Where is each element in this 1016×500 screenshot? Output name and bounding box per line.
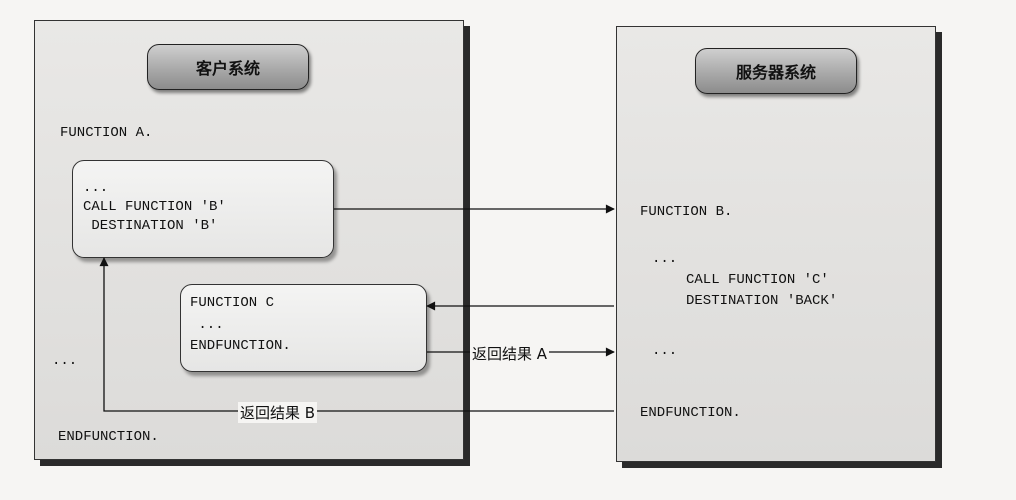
function-b-footer: ENDFUNCTION. [640, 405, 741, 421]
call-function-c-line: CALL FUNCTION 'C' [686, 272, 829, 288]
function-c-ellipsis: ... [190, 317, 224, 333]
return-result-b-label: 返回结果 B [238, 402, 318, 423]
arrow-return-b [99, 257, 614, 412]
destination-back-line: DESTINATION 'BACK' [686, 293, 838, 309]
server-system-panel [616, 26, 936, 462]
client-system-title: 客户系统 [147, 44, 309, 90]
function-c-header: FUNCTION C [190, 295, 275, 311]
destination-b-line: DESTINATION 'B' [83, 218, 218, 234]
call-function-b-line: CALL FUNCTION 'B' [83, 199, 226, 215]
function-a-header: FUNCTION A. [60, 125, 153, 141]
server-ellipsis-2: ... [652, 343, 678, 359]
return-result-a-label: 返回结果 A [470, 343, 550, 364]
function-b-header: FUNCTION B. [640, 204, 733, 220]
call-block-ellipsis: ... [83, 180, 109, 196]
client-ellipsis: ... [52, 353, 78, 369]
function-a-footer: ENDFUNCTION. [58, 429, 159, 445]
server-ellipsis-1: ... [652, 251, 678, 267]
call-function-b-block: ... CALL FUNCTION 'B' DESTINATION 'B' [72, 160, 334, 258]
function-c-block: FUNCTION C ... ENDFUNCTION. [180, 284, 427, 372]
server-system-title: 服务器系统 [695, 48, 857, 94]
function-c-end: ENDFUNCTION. [190, 338, 291, 354]
